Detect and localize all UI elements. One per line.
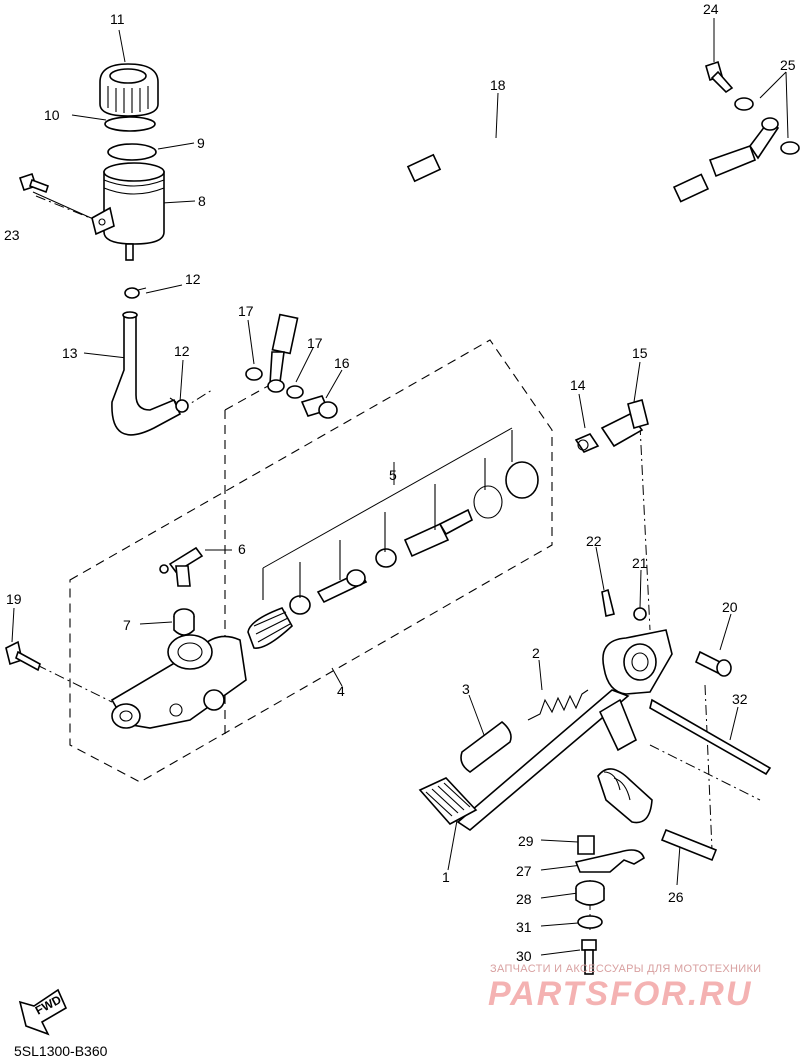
callout-8: 8 <box>198 193 206 209</box>
callout-30: 30 <box>516 948 532 964</box>
return-spring-2 <box>527 689 589 721</box>
callout-27: 27 <box>516 863 532 879</box>
callout-17: 17 <box>238 303 254 319</box>
tank-nipple <box>125 243 134 261</box>
bracket-27 <box>574 849 645 873</box>
bolt-23 <box>18 172 50 194</box>
collar-3 <box>460 720 512 773</box>
pin-20 <box>694 650 732 677</box>
callout-26: 26 <box>668 889 684 905</box>
washer-31 <box>577 915 603 929</box>
cable-tie-32 <box>649 698 772 776</box>
callout-18: 18 <box>490 77 506 93</box>
callout-22: 22 <box>586 533 602 549</box>
callout-10: 10 <box>44 107 60 123</box>
nut-14 <box>574 433 600 453</box>
callout-15: 15 <box>632 345 648 361</box>
brake-hose <box>267 117 780 393</box>
callout-32: 32 <box>732 691 748 707</box>
tank-bracket <box>91 206 115 236</box>
clamp-12-upper <box>124 287 147 299</box>
piston-kit <box>247 461 539 649</box>
callout-5: 5 <box>389 467 397 483</box>
reservoir-assembly <box>91 63 165 261</box>
cotter-pin-22 <box>601 588 615 617</box>
callout-20: 20 <box>722 599 738 615</box>
cap-plate <box>104 116 156 132</box>
washer-17-a <box>245 367 263 381</box>
clevis-15 <box>600 399 649 448</box>
callout-23: 23 <box>4 227 20 243</box>
leader-lines <box>11 18 789 956</box>
assembly-outline-top <box>224 385 269 411</box>
piston-kit-bracket <box>262 430 513 600</box>
hose-joint-6 <box>159 546 204 587</box>
callout-9: 9 <box>197 135 205 151</box>
union-bolt-24 <box>705 60 734 94</box>
callout-1: 1 <box>442 869 450 885</box>
callout-12: 12 <box>174 343 190 359</box>
callout-28: 28 <box>516 891 532 907</box>
callout-29: 29 <box>518 833 534 849</box>
callout-19: 19 <box>6 591 22 607</box>
fwd-arrow: FWD <box>18 988 68 1036</box>
assembly-outline <box>69 339 553 783</box>
union-bolt-16 <box>300 395 338 419</box>
callout-7: 7 <box>123 617 131 633</box>
callout-6: 6 <box>238 541 246 557</box>
watermark-logo: PARTSFOR.RU <box>488 975 753 1013</box>
washer-17-b <box>286 385 304 399</box>
pin-26 <box>660 828 718 862</box>
callout-21: 21 <box>632 555 648 571</box>
bolt-19 <box>5 640 41 672</box>
clamp-12-lower <box>169 397 189 413</box>
callout-13: 13 <box>62 345 78 361</box>
callout-14: 14 <box>570 377 586 393</box>
callout-12: 12 <box>185 271 201 287</box>
callout-4: 4 <box>337 683 345 699</box>
callout-16: 16 <box>334 355 350 371</box>
washer-21 <box>633 607 647 621</box>
brake-pedal <box>418 629 673 831</box>
callout-2: 2 <box>532 645 540 661</box>
callout-31: 31 <box>516 919 532 935</box>
washer-25-a <box>734 97 754 111</box>
breather-hose <box>111 314 182 436</box>
watermark-tagline: ЗАПЧАСТИ И АКСЕССУАРЫ ДЛЯ МОТОТЕХНИКИ <box>490 963 762 975</box>
callout-17: 17 <box>307 335 323 351</box>
callout-24: 24 <box>703 1 719 17</box>
diaphragm <box>107 143 157 161</box>
callout-3: 3 <box>462 681 470 697</box>
bolt-30 <box>581 939 597 975</box>
callout-11: 11 <box>110 11 125 27</box>
callout-25: 25 <box>780 57 796 73</box>
grommet-7 <box>173 608 195 636</box>
master-cylinder-body <box>110 634 247 729</box>
washer-25-b <box>780 141 800 155</box>
collar-29 <box>577 835 595 855</box>
damper-28 <box>575 880 605 906</box>
reservoir-tank <box>103 171 165 245</box>
diagram-code: 5SL1300-B360 <box>14 1043 108 1059</box>
